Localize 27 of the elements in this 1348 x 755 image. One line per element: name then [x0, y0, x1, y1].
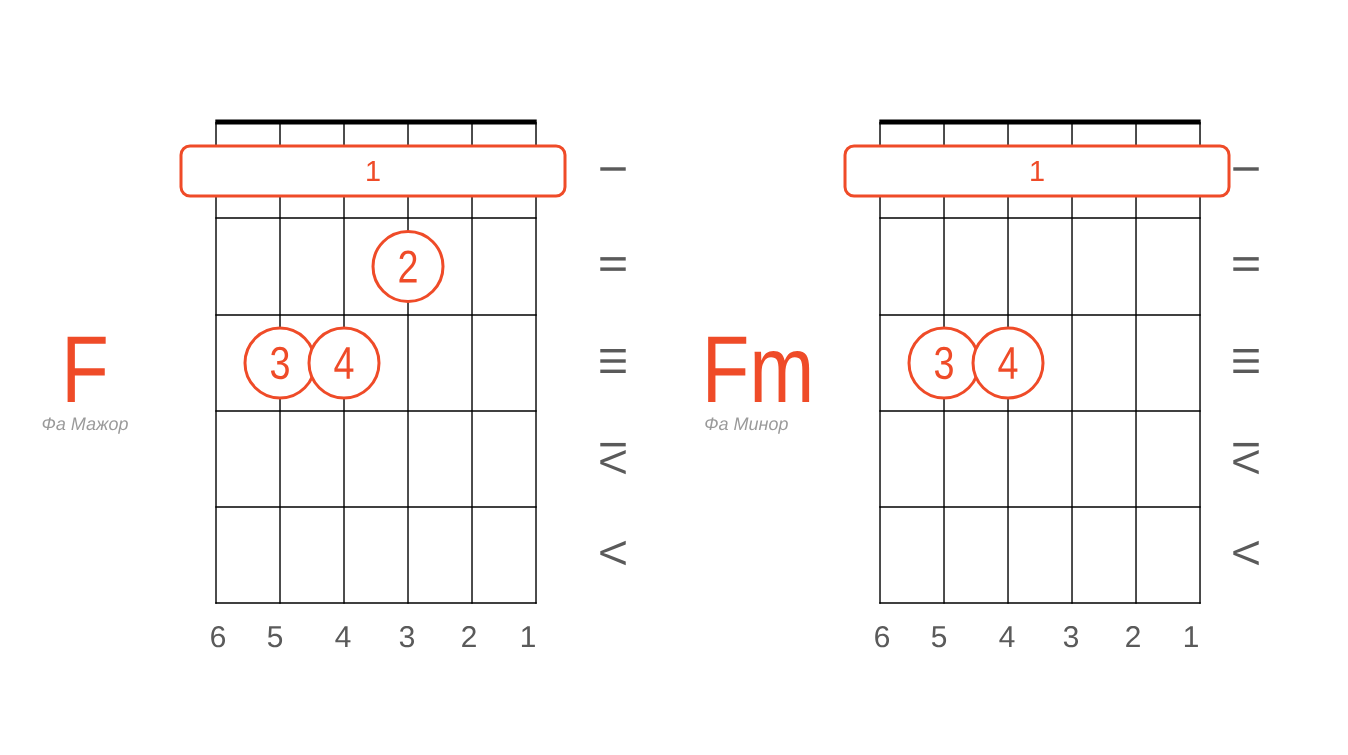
string-number: 6 — [875, 626, 890, 648]
fret-number: II — [600, 257, 626, 271]
chord-name: Fm — [708, 336, 810, 402]
string-number: 2 — [462, 626, 476, 647]
string-number: 3 — [399, 626, 415, 648]
barre-box: 1 — [179, 144, 567, 198]
chord-name: F — [67, 336, 106, 402]
string-number: 1 — [521, 626, 535, 647]
fret-number: I — [600, 167, 626, 171]
string-number: 3 — [1063, 626, 1079, 648]
string-number: 4 — [335, 626, 351, 647]
barre-box: 1 — [843, 144, 1231, 198]
string-number: 2 — [1126, 626, 1140, 647]
string-number: 5 — [931, 626, 947, 648]
string-number: 1 — [1184, 626, 1198, 647]
string-number: 4 — [999, 626, 1015, 647]
fret-number: III — [1233, 349, 1259, 373]
fret-number: IV — [1233, 442, 1259, 475]
fret-number: V — [600, 540, 626, 566]
fret-number: V — [1233, 540, 1259, 566]
fret-number: III — [600, 349, 626, 373]
fret-number: II — [1233, 257, 1259, 271]
string-number: 5 — [267, 626, 283, 648]
string-number: 6 — [211, 626, 226, 648]
fret-number: IV — [600, 442, 626, 475]
chord-subtitle: Фа Минор — [705, 417, 788, 434]
chord-subtitle: Фа Мажор — [42, 417, 128, 434]
